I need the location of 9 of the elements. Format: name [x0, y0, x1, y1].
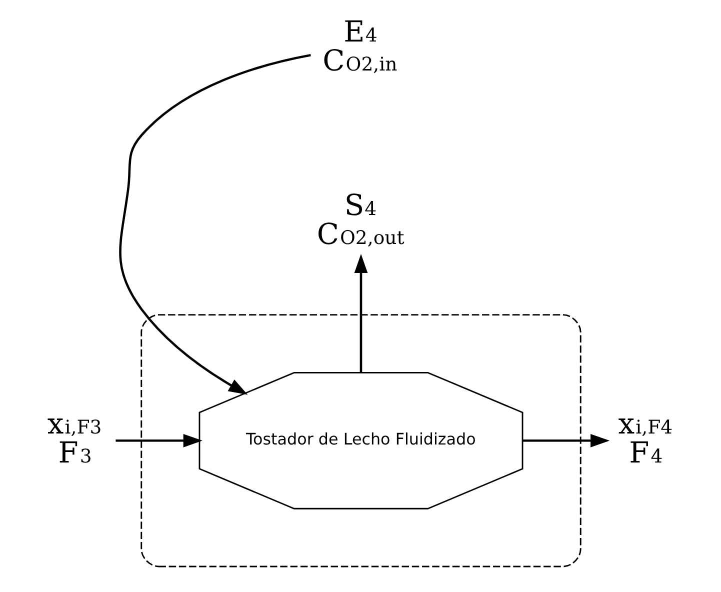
- arrow: [354, 254, 368, 372]
- node-text: E4 CO2,in: [322, 14, 397, 78]
- arrow: [115, 434, 202, 448]
- arrow: [118, 54, 310, 395]
- arrow: [522, 434, 610, 448]
- node-text: xi,F4 F4: [618, 406, 672, 470]
- node-text: xi,F3 F3: [46, 406, 102, 470]
- node-text: S4 CO2,out: [316, 188, 404, 251]
- cluster: [140, 314, 581, 568]
